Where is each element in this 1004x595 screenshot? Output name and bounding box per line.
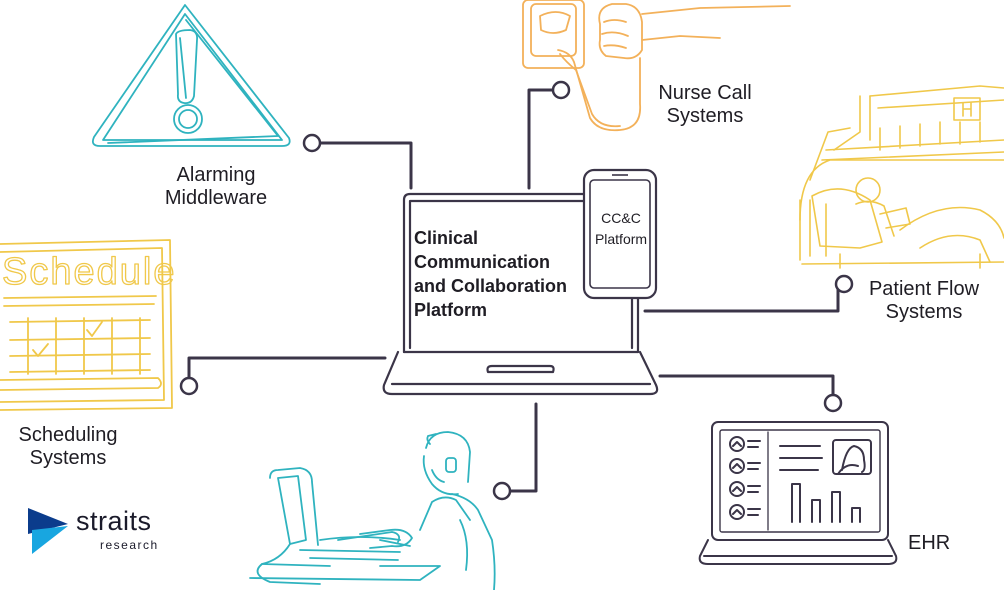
connector-scheduling bbox=[189, 358, 385, 377]
platform-title-line-3: and Collaboration bbox=[414, 274, 567, 298]
platform-title-line-4: Platform bbox=[414, 298, 567, 322]
phone-label-line-2: Platform bbox=[589, 229, 653, 250]
schedule-sheet-icon: Schedule bbox=[0, 240, 176, 410]
label-alarming-middleware: Alarming Middleware bbox=[150, 164, 282, 210]
call-center-agent-icon bbox=[250, 432, 495, 590]
label-ehr-line-1: EHR bbox=[908, 532, 950, 555]
connector-alarming bbox=[320, 143, 411, 188]
connector-ehr bbox=[660, 376, 833, 395]
platform-title-line-1: Clinical bbox=[414, 226, 567, 250]
label-nurse-call-line-2: Systems bbox=[646, 105, 764, 128]
label-scheduling-line-2: Systems bbox=[6, 447, 130, 470]
label-nurse-call-systems: Nurse Call Systems bbox=[646, 82, 764, 128]
connector-patient-flow bbox=[645, 285, 838, 311]
label-patient-flow-systems: Patient Flow Systems bbox=[856, 278, 992, 324]
hospital-ambulance-icon bbox=[800, 86, 1004, 268]
connector-agent bbox=[510, 404, 536, 491]
endpoint-nurse-call bbox=[553, 82, 569, 98]
platform-title-line-2: Communication bbox=[414, 250, 567, 274]
label-alarming-line-1: Alarming bbox=[150, 164, 282, 187]
brand-logo: straits research bbox=[28, 506, 168, 556]
warning-triangle-icon bbox=[93, 5, 290, 146]
label-alarming-line-2: Middleware bbox=[150, 187, 282, 210]
endpoint-ehr bbox=[825, 395, 841, 411]
label-patient-flow-line-2: Systems bbox=[856, 301, 992, 324]
label-scheduling-line-1: Scheduling bbox=[6, 424, 130, 447]
label-ehr: EHR bbox=[908, 532, 950, 555]
schedule-sheet-text: Schedule bbox=[2, 251, 176, 293]
connector-nurse-call bbox=[529, 90, 553, 188]
label-scheduling-systems: Scheduling Systems bbox=[6, 424, 130, 470]
ehr-laptop-icon bbox=[700, 422, 897, 564]
endpoint-patient-flow bbox=[836, 276, 852, 292]
phone-label: CC&C Platform bbox=[589, 208, 653, 250]
brand-mark-icon bbox=[28, 508, 72, 554]
brand-name: straits bbox=[76, 506, 152, 536]
label-nurse-call-line-1: Nurse Call bbox=[646, 82, 764, 105]
phone-label-line-1: CC&C bbox=[589, 208, 653, 229]
platform-title: Clinical Communication and Collaboration… bbox=[414, 226, 567, 322]
endpoint-agent bbox=[494, 483, 510, 499]
endpoint-alarming bbox=[304, 135, 320, 151]
brand-subtitle: research bbox=[100, 538, 159, 552]
label-patient-flow-line-1: Patient Flow bbox=[856, 278, 992, 301]
endpoint-scheduling bbox=[181, 378, 197, 394]
